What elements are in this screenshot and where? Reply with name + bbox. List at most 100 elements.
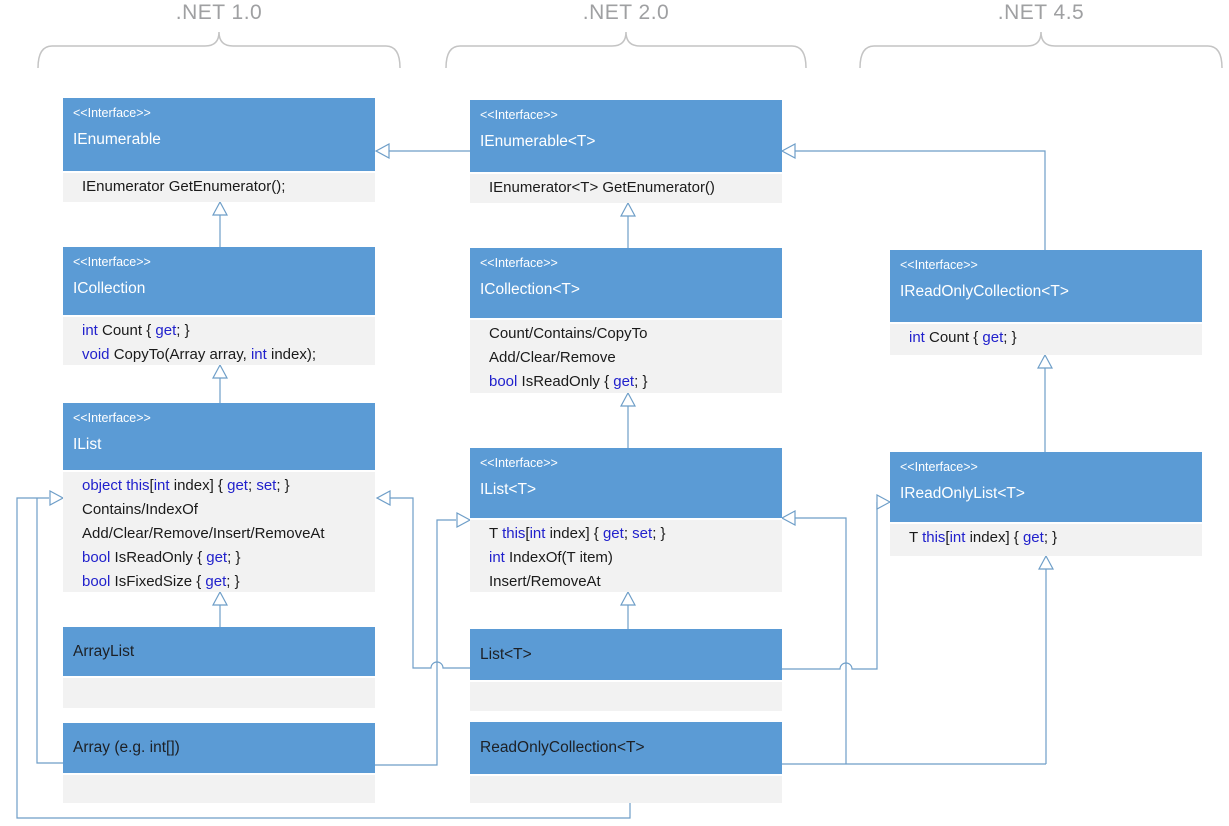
member-text: Add/Clear/Remove (489, 349, 616, 366)
line-array-to-ilistt (375, 519, 456, 766)
line-listt-to-ireadonlylistt (782, 502, 878, 670)
member-line: T this[int index] { get; set; } (489, 522, 782, 546)
version-braces (37, 31, 1223, 69)
arrowhead-up-ienumerablet (619, 201, 637, 217)
member-text: IEnumerator<T> GetEnumerator() (489, 179, 715, 196)
member-text: ; } (227, 549, 241, 566)
box-name: IEnumerable (73, 131, 161, 148)
member-text: IEnumerator GetEnumerator(); (82, 178, 286, 195)
member-line: T this[int index] { get; } (909, 526, 1202, 550)
member-line: Add/Clear/Remove/Insert/RemoveAt (82, 522, 375, 546)
stereotype-label: <<Interface>> (73, 106, 151, 120)
box-header: <<Interface>> IEnumerable (63, 98, 375, 171)
member-text: ; (247, 477, 257, 494)
class-box-list_t: List<T> (470, 629, 782, 711)
inheritance-lines (16, 150, 1047, 819)
line-listt-to-ilist (390, 497, 470, 669)
keyword-text: object (82, 477, 123, 494)
box-body: IEnumerator<T> GetEnumerator() (470, 172, 782, 203)
member-text: ; } (1003, 329, 1017, 346)
arrowhead-up-ireadonlycollectiont (1036, 353, 1054, 369)
keyword-text: set (256, 477, 277, 494)
member-line: Add/Clear/Remove (489, 346, 782, 370)
interface-box-ienumerable_t: <<Interface>> IEnumerable<T> IEnumerator<T… (470, 100, 782, 203)
arrowhead-right-ilistt (456, 511, 472, 529)
box-name: List<T> (480, 645, 532, 663)
keyword-text: bool (82, 549, 111, 566)
keyword-text: int (909, 329, 925, 346)
keyword-text: int (250, 346, 267, 363)
box-header: Array (e.g. int[]) (63, 723, 375, 773)
box-header: <<Interface>>IList<T> (470, 448, 782, 518)
member-text: Insert/RemoveAt (489, 573, 601, 590)
member-text: [ (149, 477, 154, 494)
box-name: IList (73, 436, 102, 453)
box-body: T this[int index] { get; } (890, 522, 1202, 556)
box-header: <<Interface>>IReadOnlyCollection<T> (890, 250, 1202, 322)
member-text: ; } (176, 322, 190, 339)
box-header: ReadOnlyCollection<T> (470, 722, 782, 774)
stereotype-label: <<Interface>> (480, 108, 558, 122)
keyword-text: bool (489, 373, 518, 390)
stereotype-label: <<Interface>> (73, 411, 151, 425)
member-text: IsFixedSize { (110, 573, 206, 590)
member-text: [ (525, 525, 530, 542)
member-text: Add/Clear/Remove/Insert/RemoveAt (82, 525, 325, 542)
member-text: CopyTo(Array array, (109, 346, 251, 363)
class-box-arraylist: ArrayList (63, 627, 375, 708)
arrowhead-left-ilist (375, 489, 391, 507)
box-header: <<Interface>>IReadOnlyList<T> (890, 452, 1202, 522)
arrowhead-up-ilist (211, 590, 229, 606)
member-line: bool IsReadOnly { get; } (489, 370, 782, 393)
version-label-net-2-0: .NET 2.0 (582, 1, 670, 24)
interface-box-ireadonlylist_t: <<Interface>>IReadOnlyList<T> T this[int … (890, 452, 1202, 556)
line-readonlycollectiont-to-ilistt (795, 517, 847, 764)
line-array-to-ilist (36, 498, 63, 764)
box-name: ICollection (73, 280, 146, 297)
interface-box-ireadonlycollection_t: <<Interface>>IReadOnlyCollection<T> int C… (890, 250, 1202, 355)
stereotype-label: <<Interface>> (480, 456, 558, 470)
box-name: ArrayList (73, 642, 135, 660)
keyword-text: this (502, 525, 526, 542)
interface-box-icollection_t: <<Interface>>ICollection<T>Count/Contain… (470, 248, 782, 393)
version-label-net-1-0: .NET 1.0 (175, 1, 263, 24)
box-body (63, 773, 375, 803)
box-header: <<Interface>>ICollection (63, 247, 375, 315)
box-name: IEnumerable<T> (480, 133, 596, 150)
box-header: ArrayList (63, 627, 375, 676)
keyword-text: get (613, 373, 635, 390)
box-body (470, 774, 782, 803)
line-readonlycollectiont-to-ilist (16, 497, 631, 819)
keyword-text: int (489, 549, 505, 566)
member-line: Contains/IndexOf (82, 498, 375, 522)
member-text: T (489, 525, 503, 542)
keyword-text: get (982, 329, 1004, 346)
keyword-text: void (82, 346, 110, 363)
box-body: IEnumerator GetEnumerator(); (63, 171, 375, 202)
keyword-text: get (205, 573, 227, 590)
box-header: <<Interface>> IList (63, 403, 375, 470)
arrowhead-up-icollection (211, 363, 229, 379)
member-text: Count { (924, 329, 983, 346)
interface-box-ilist_t: <<Interface>>IList<T> T this[int index] {… (470, 448, 782, 592)
member-text: index); (266, 346, 317, 363)
keyword-text: get (602, 525, 624, 542)
box-name: ICollection<T> (480, 281, 580, 298)
brace-net-2-0 (445, 31, 807, 69)
arrowhead-up-ienumerable (211, 200, 229, 216)
member-text: index] { (965, 529, 1023, 546)
box-body: T this[int index] { get; set; }int Index… (470, 518, 782, 592)
arrowhead-up-icollectiont (619, 391, 637, 407)
box-name: IReadOnlyCollection<T> (900, 283, 1069, 300)
member-text: Contains/IndexOf (82, 501, 198, 518)
arrowhead-left-ienumerable (374, 142, 390, 160)
box-name: ReadOnlyCollection<T> (480, 739, 645, 756)
version-label-net-4-5: .NET 4.5 (997, 1, 1085, 24)
keyword-text: int (153, 477, 170, 494)
box-header: <<Interface>>ICollection<T> (470, 248, 782, 318)
box-body (63, 676, 375, 708)
member-text: IsReadOnly { (517, 373, 614, 390)
arrowhead-up-ireadonlylistt (1037, 554, 1055, 570)
